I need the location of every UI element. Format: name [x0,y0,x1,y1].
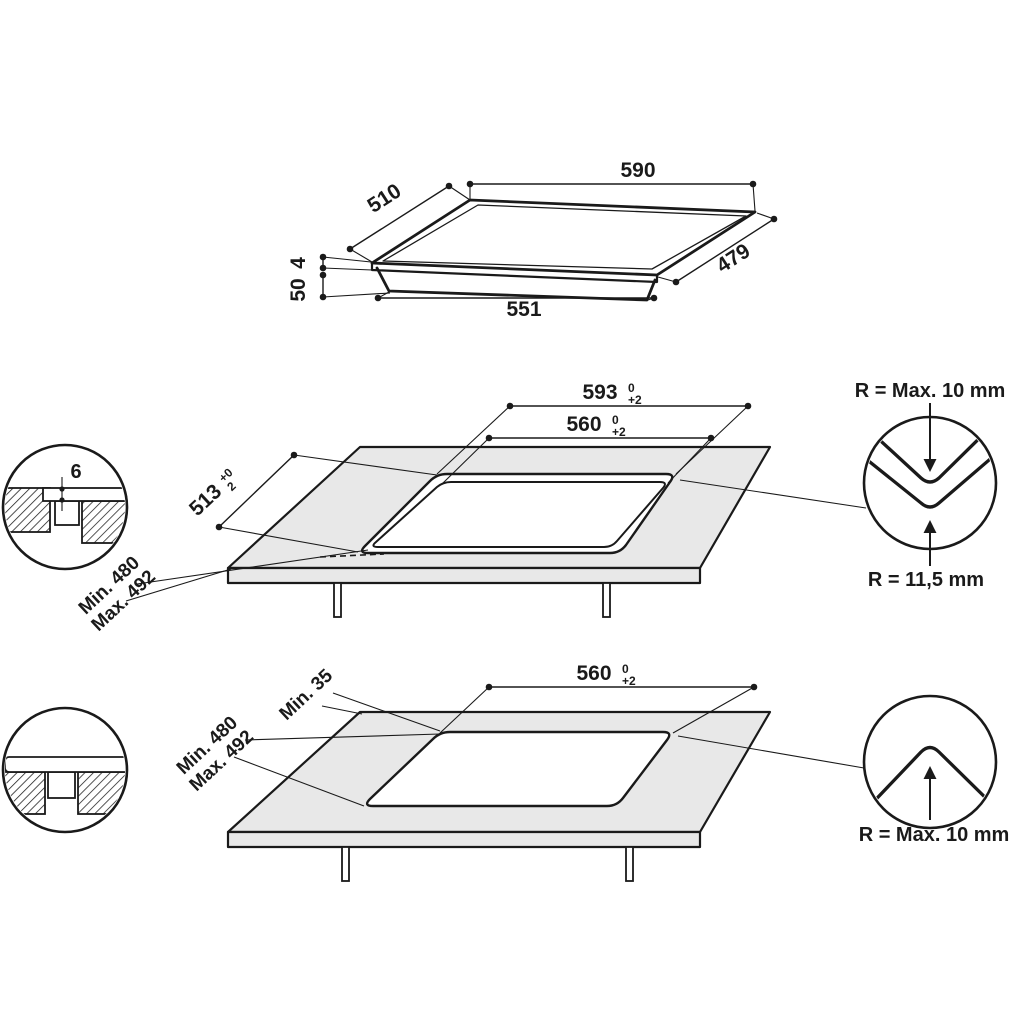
dim-cut-width-overmount: 560 0 +2 [439,662,758,734]
dim-560-overmount-tol-bottom: +2 [622,674,636,688]
hob-corner-edge [866,440,994,509]
dim-513-tol-bottom: 2 [224,479,239,494]
dim-body-height: 50 [287,271,391,302]
dim-479-label: 479 [713,239,755,277]
dim-513-label: 513 [185,480,226,521]
worktop-leg [602,582,611,618]
dim-560-flush-tol-top: 0 [612,413,619,427]
dim-510-label: 510 [364,179,406,217]
dim-593-label: 593 [582,381,617,404]
hidden-edge-dashed-line [319,553,385,558]
dim-551-label: 551 [506,298,541,321]
cutout-inner-outline [372,481,666,548]
min-35-label: Min. 35 [276,665,338,725]
overmount-view: 560 0 +2 Min. 35 Min. 480 Max. 492 [1,662,1010,882]
dim-560-flush-tol-bottom: +2 [612,425,626,439]
hob-glass-section [42,487,125,502]
hob-base-body [375,266,657,302]
worktop-front-edge [226,830,702,849]
dim-590-label: 590 [620,159,655,182]
worktop-section-right [81,500,125,544]
worktop-front-edge [226,566,702,585]
dim-rim-height: 4 [287,253,373,272]
worktop-section-right [77,771,125,815]
radius-max10-overmount-label: R = Max. 10 mm [859,824,1010,846]
overmount-edge-detail [1,706,129,834]
radius-max10-flush-label: R = Max. 10 mm [855,380,1006,402]
dim-560-overmount-label: 560 [576,662,611,685]
rebate-depth-label: 6 [70,461,81,483]
dim-593-tol-top: 0 [628,381,635,395]
cutout-outer-outline [360,472,674,555]
flush-mount-view: 593 0 +2 560 0 +2 513 +0 2 [1,380,1006,636]
flush-edge-detail: 6 [1,443,129,571]
hob-body-section [47,771,76,799]
flush-corner-detail: R = Max. 10 mm R = 11,5 mm [679,380,1006,591]
cutout-corner-edge [866,419,994,484]
overmount-corner-detail: R = Max. 10 mm [677,694,1010,846]
dim-top-width: 590 [466,159,757,212]
dim-4-label: 4 [287,257,310,269]
cutout-corner-edge [866,745,994,816]
dim-560-overmount-tol-top: 0 [622,662,629,676]
worktop-leg [333,582,342,618]
detail-circle [862,694,998,830]
worktop-leg [625,846,634,882]
worktop-leg [341,846,350,882]
hob-rim-edge [370,263,659,284]
hob-top-face [370,198,757,277]
dim-inner-cut-width: 560 0 +2 [442,413,715,484]
hob-glass-section [5,756,125,773]
radius-11-5-label: R = 11,5 mm [868,569,984,591]
hob-body-section [54,500,80,526]
dim-560-flush-label: 560 [566,413,601,436]
dim-593-tol-bottom: +2 [628,393,642,407]
hob-glass-inner-line [382,204,747,270]
dim-bottom-width: 551 [374,291,658,321]
dim-50-label: 50 [287,278,310,301]
cutout-outline [365,730,671,808]
hob-isometric-view: 590 510 4 [287,159,778,321]
